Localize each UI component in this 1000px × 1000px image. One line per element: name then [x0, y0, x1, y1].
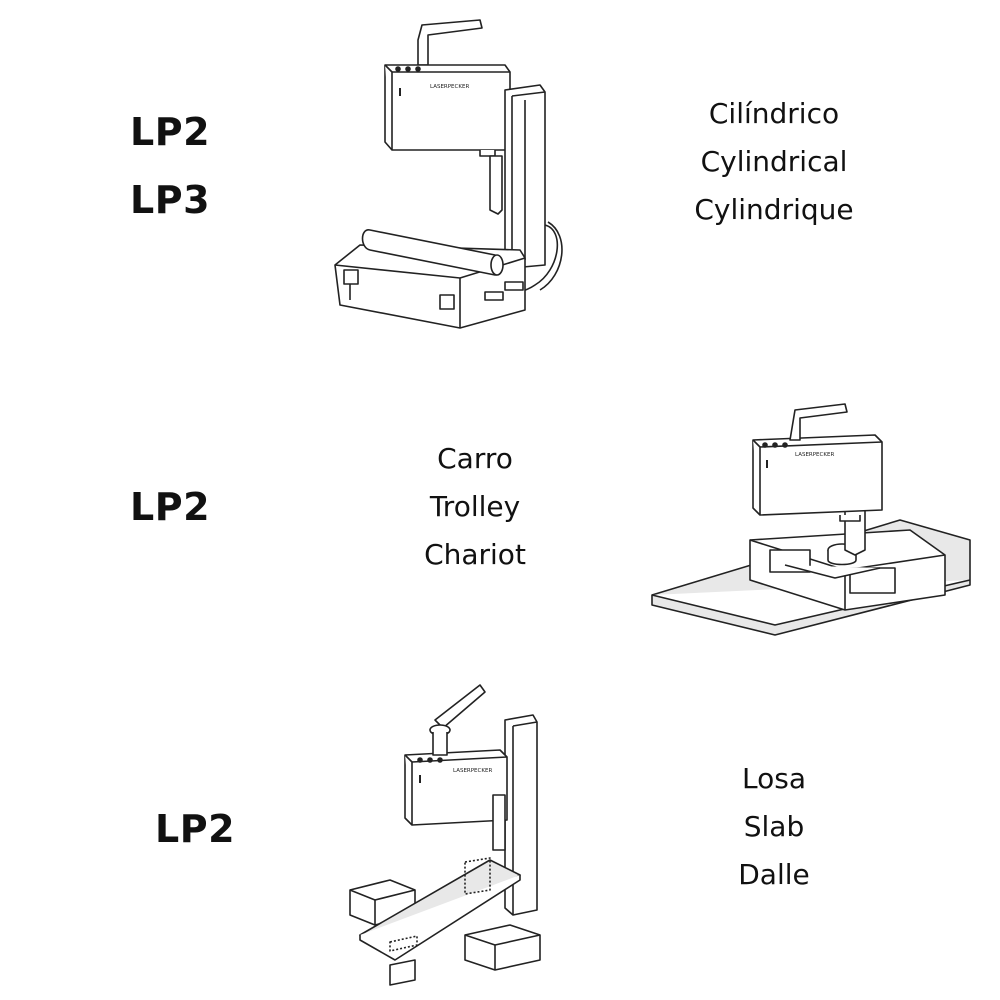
terms-cylindrical: Cilíndrico Cylindrical Cylindrique	[674, 90, 874, 234]
term-es: Cilíndrico	[708, 97, 840, 130]
term-es: Losa	[742, 762, 806, 795]
term-en: Cylindrical	[700, 145, 848, 178]
term-es: Carro	[437, 442, 513, 475]
model-label-3: LP2	[130, 485, 211, 529]
model-label-1: LP2	[130, 110, 211, 154]
slab-illustration: LASERPECKER	[345, 680, 555, 990]
term-fr: Cylindrique	[694, 193, 854, 226]
brand-mark: LASERPECKER	[795, 452, 834, 458]
terms-trolley: Carro Trolley Chariot	[375, 435, 575, 579]
term-en: Slab	[743, 810, 805, 843]
term-fr: Chariot	[424, 538, 526, 571]
model-label-4: LP2	[155, 807, 236, 851]
brand-mark: LASERPECKER	[430, 84, 469, 90]
trolley-illustration: LASERPECKER	[650, 390, 980, 650]
section-trolley: LP2 Carro Trolley Chariot LASERPECKER	[0, 340, 1000, 660]
brand-mark: LASERPECKER	[453, 768, 492, 774]
term-en: Trolley	[429, 490, 521, 523]
cylindrical-rotary-illustration: LASERPECKER	[330, 10, 570, 330]
section-slab: LP2 LASERPECKER	[0, 660, 1000, 1000]
model-label-2: LP3	[130, 178, 211, 222]
section-cylindrical: LP2 LP3 LASERPECKER	[0, 0, 1000, 340]
term-fr: Dalle	[738, 858, 810, 891]
terms-slab: Losa Slab Dalle	[674, 755, 874, 899]
